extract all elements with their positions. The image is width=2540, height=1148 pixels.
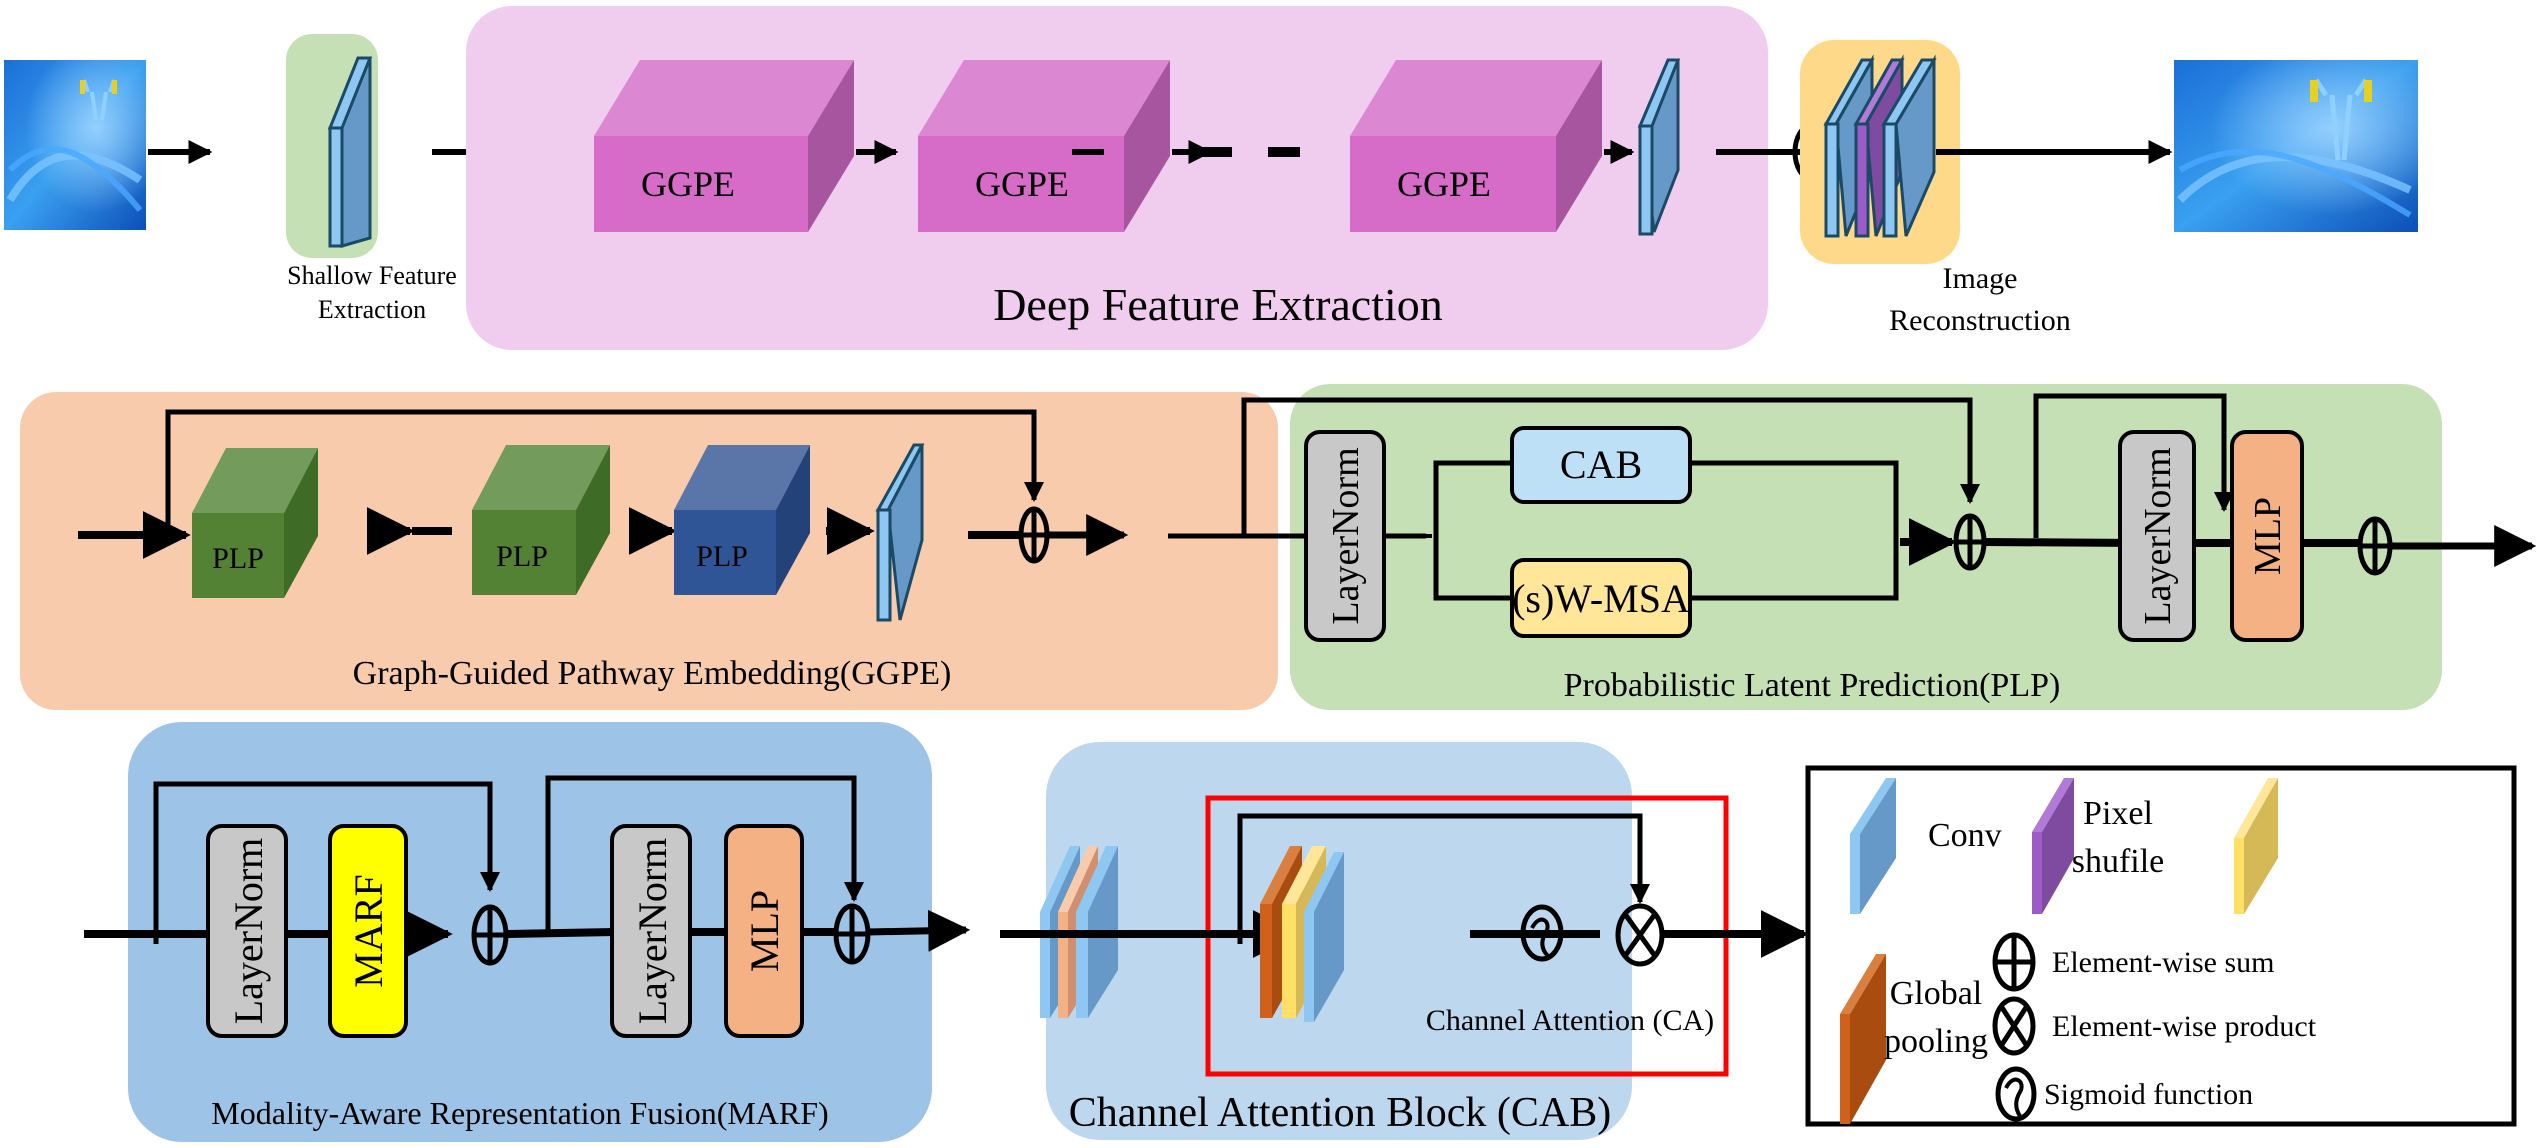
- ggpe-label: GGPE: [641, 164, 735, 204]
- legend-sum-icon: [1992, 932, 2036, 992]
- element-wise-sum-icon: [471, 904, 509, 966]
- channel-attention-label: Channel Attention (CA): [1426, 1004, 1714, 1037]
- ggpe-block-2: GGPE: [918, 60, 1170, 232]
- conv-layer-icon: [1304, 852, 1344, 1022]
- skip-connection: [1237, 813, 1650, 944]
- legend-global-pooling-icon: [1840, 954, 1886, 1124]
- legend-product-label: Element-wise product: [2052, 1010, 2317, 1043]
- legend-pixel-label-2: shufile: [2072, 843, 2165, 880]
- legend-yellow-layer-icon: [2234, 778, 2278, 914]
- plp-label: PLP: [496, 540, 548, 573]
- ggpe-panel-title: Graph-Guided Pathway Embedding(GGPE): [353, 655, 952, 692]
- branch-merge: [1690, 460, 1899, 601]
- plp-block-3: PLP: [674, 445, 810, 595]
- plp-panel-title: Probabilistic Latent Prediction(PLP): [1564, 667, 2061, 704]
- legend-pixel-label-1: Pixel: [2083, 795, 2153, 832]
- conv-layer-icon: [1881, 54, 1937, 238]
- branch-split: [1433, 460, 1512, 601]
- element-wise-sum-icon: [1953, 513, 1987, 571]
- wmsa-box: [1510, 558, 1692, 638]
- mlp-label: MLP: [742, 890, 787, 972]
- ggpe-label: GGPE: [975, 164, 1069, 204]
- plp-block-1: PLP: [192, 448, 318, 598]
- conv-layer-icon: [1637, 58, 1681, 236]
- legend-conv-label: Conv: [1928, 817, 2002, 854]
- connector: [505, 928, 615, 938]
- legend-conv-icon: [1850, 778, 1896, 914]
- skip-connection: [165, 409, 1044, 535]
- layernorm-label: LayerNorm: [630, 838, 675, 1025]
- cab-label: CAB: [1560, 442, 1642, 487]
- deep-feature-title: Deep Feature Extraction: [993, 279, 1443, 330]
- recon-label-1: Image: [1943, 262, 2018, 295]
- shallow-label-1: Shallow Feature: [287, 261, 457, 290]
- element-wise-sum-icon: [833, 903, 871, 965]
- element-wise-sum-icon: [1018, 506, 1050, 564]
- output-image: [2174, 60, 2418, 232]
- skip-connection: [2033, 393, 2234, 538]
- conv-layer-icon: [875, 443, 925, 622]
- skip-connection: [545, 775, 864, 932]
- skip-connection: [1241, 397, 1980, 536]
- cab-panel-title: Channel Attention Block (CAB): [1069, 1090, 1611, 1136]
- input-image: [4, 60, 146, 230]
- shallow-label-2: Extraction: [318, 295, 426, 324]
- ggpe-label: GGPE: [1397, 164, 1491, 204]
- legend-pixel-shuffle-icon: [2032, 778, 2074, 914]
- layernorm-box: [2118, 430, 2196, 642]
- arrow: [867, 909, 971, 952]
- plp-block-2: PLP: [472, 445, 610, 595]
- conv-layer-icon: [327, 56, 373, 248]
- plp-label: PLP: [696, 540, 748, 573]
- legend-pooling-label-1: Global: [1890, 975, 1983, 1012]
- legend-sigmoid-label: Sigmoid function: [2044, 1078, 2253, 1111]
- connector: [1983, 538, 2141, 547]
- layernorm-label: LayerNorm: [226, 838, 271, 1025]
- marf-label: MARF: [346, 874, 391, 987]
- cab-box: [1510, 426, 1692, 504]
- legend-sum-label: Element-wise sum: [2052, 946, 2274, 979]
- ggpe-block-3: GGPE: [1350, 60, 1602, 232]
- layernorm-label: LayerNorm: [2137, 447, 2179, 624]
- skip-connection: [156, 781, 500, 892]
- mlp-box: [2230, 430, 2304, 642]
- legend-box: [1805, 765, 2517, 1127]
- legend-pooling-label-2: pooling: [1884, 1023, 1988, 1060]
- mlp-label: MLP: [2247, 497, 2289, 575]
- layernorm-label: LayerNorm: [1325, 447, 1367, 624]
- plp-label: PLP: [212, 542, 264, 575]
- element-wise-sum-icon: [2357, 516, 2393, 576]
- sigmoid-icon: [1520, 904, 1564, 962]
- legend-product-icon: [1992, 996, 2036, 1056]
- recon-label-2: Reconstruction: [1889, 304, 2071, 337]
- wmsa-label: (s)W-MSA: [1512, 576, 1690, 621]
- ggpe-block-1: GGPE: [594, 60, 854, 232]
- marf-panel-title: Modality-Aware Representation Fusion(MAR…: [211, 1095, 828, 1131]
- legend-sigmoid-icon: [1995, 1066, 2037, 1122]
